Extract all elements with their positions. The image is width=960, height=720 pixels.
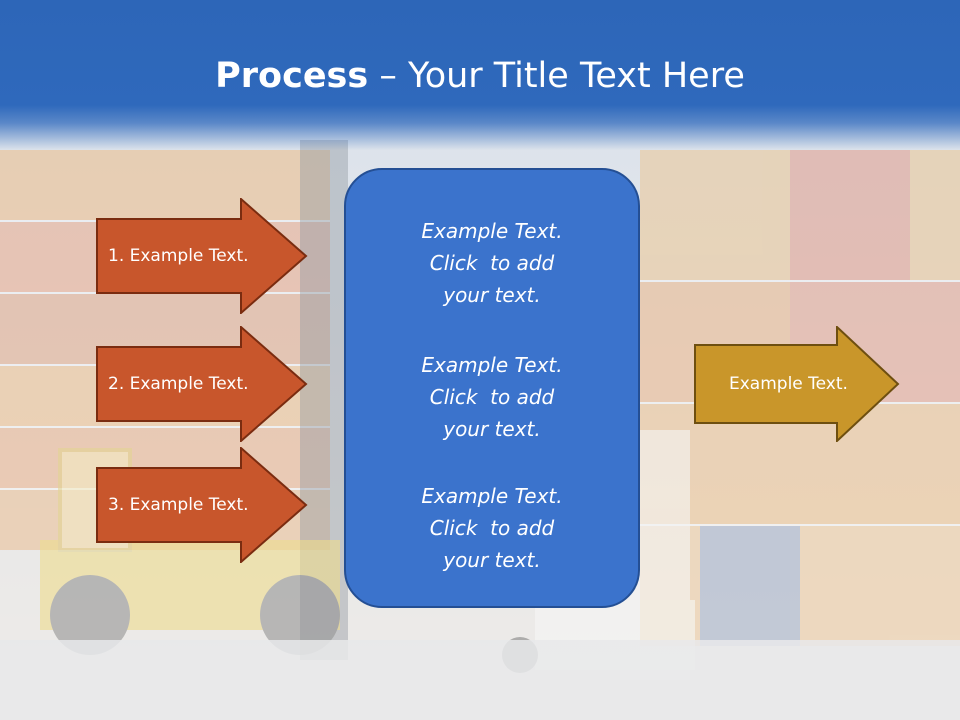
left-arrow-2-label: 2. Example Text.	[108, 374, 249, 394]
panel-block-2-line-2: Click to add	[429, 385, 555, 409]
right-arrow[interactable]: Example Text.	[694, 326, 900, 442]
panel-block-2-line-3: your text.	[443, 417, 541, 441]
left-arrow-1[interactable]: 1. Example Text.	[96, 198, 308, 314]
panel-text-block-2: Example Text. Click to add your text.	[346, 349, 638, 445]
left-arrow-1-label: 1. Example Text.	[108, 246, 249, 266]
panel-block-3-line-1: Example Text.	[421, 484, 563, 508]
center-text-panel[interactable]: Example Text. Click to add your text. Ex…	[344, 168, 640, 608]
right-arrow-label: Example Text.	[729, 374, 848, 394]
left-arrow-2[interactable]: 2. Example Text.	[96, 326, 308, 442]
page-title[interactable]: Process – Your Title Text Here	[0, 54, 960, 98]
title-rest: – Your Title Text Here	[368, 56, 745, 96]
left-arrow-3[interactable]: 3. Example Text.	[96, 447, 308, 563]
panel-block-3-line-2: Click to add	[429, 516, 555, 540]
panel-block-3-line-3: your text.	[443, 548, 541, 572]
panel-block-2-line-1: Example Text.	[421, 353, 563, 377]
panel-block-1-line-3: your text.	[443, 283, 541, 307]
panel-block-1-line-1: Example Text.	[421, 219, 563, 243]
panel-text-block-1: Example Text. Click to add your text.	[346, 215, 638, 311]
title-bar	[0, 0, 960, 150]
panel-text-block-3: Example Text. Click to add your text.	[346, 480, 638, 576]
left-arrow-3-label: 3. Example Text.	[108, 495, 249, 515]
panel-block-1-line-2: Click to add	[429, 251, 555, 275]
title-bold: Process	[215, 56, 369, 96]
